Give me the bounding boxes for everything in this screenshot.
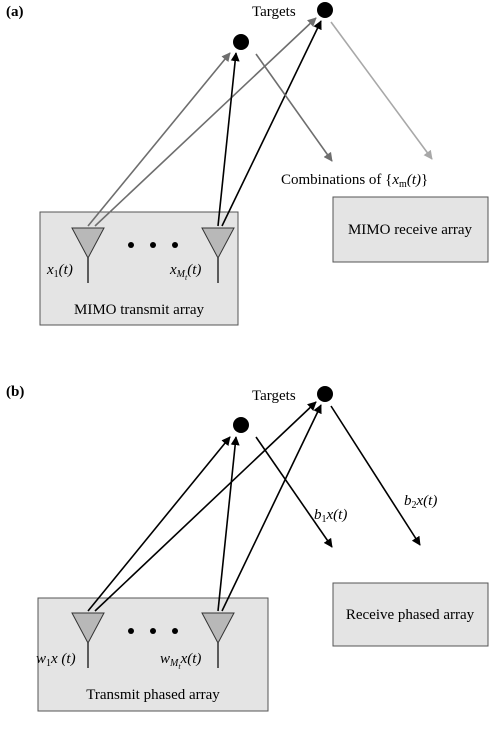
panel-b-target-1 xyxy=(317,386,333,402)
panel-b-ellipsis-dots xyxy=(128,628,178,634)
panel-a-targets-label: Targets xyxy=(252,4,296,20)
panel-b-reflection-target2 xyxy=(255,436,333,548)
panel-a-receive-label: MIMO receive array xyxy=(348,222,473,238)
panel-a-ellipsis-dots xyxy=(128,242,178,248)
panel-a: (a) Targets MIMO transmit array MIMO rec… xyxy=(6,2,489,326)
panel-b-receive-label: Receive phased array xyxy=(346,607,475,623)
panel-b-transmit-label: Transmit phased array xyxy=(86,687,220,703)
panel-b: (b) Targets Transmit phased array Receiv… xyxy=(6,384,489,712)
antenna-icon xyxy=(201,612,235,645)
panel-a-antenna-1 xyxy=(71,227,105,283)
panel-a-reflection-target2 xyxy=(255,53,333,162)
panel-b-label: (b) xyxy=(6,384,24,400)
panel-b-antenna-2-label: wMtx(t) xyxy=(160,651,201,671)
panel-b-antenna-1 xyxy=(71,612,105,668)
panel-a-ray-ant2-target2 xyxy=(217,52,240,227)
panel-a-antenna-1-label: x1(t) xyxy=(46,262,73,280)
panel-b-target-2 xyxy=(233,417,249,433)
panel-a-transmit-label: MIMO transmit array xyxy=(74,302,204,318)
panel-b-signal-1-label: b1x(t) xyxy=(314,507,347,525)
panel-b-antenna-2 xyxy=(201,612,235,668)
antenna-icon xyxy=(71,227,105,260)
panel-b-ray-ant1-target2 xyxy=(87,436,231,612)
panel-b-reflection-target1 xyxy=(330,405,421,546)
panel-a-ray-ant1-target1 xyxy=(94,17,317,227)
panel-a-reflection-target1 xyxy=(330,21,433,160)
panel-a-antenna-2-label: xMt(t) xyxy=(169,262,201,282)
panel-b-antenna-1-label: w1x (t) xyxy=(36,651,76,669)
panel-a-antenna-2 xyxy=(201,227,235,283)
panel-b-targets-label: Targets xyxy=(252,388,296,404)
panel-a-receive-box xyxy=(332,196,489,263)
panel-b-ray-ant1-target1 xyxy=(94,401,317,612)
panel-a-combinations-label: Combinations of {xm(t)} xyxy=(281,172,428,190)
panel-a-ray-ant2-target1 xyxy=(221,20,322,227)
antenna-icon xyxy=(201,227,235,260)
panel-a-target-2 xyxy=(233,34,249,50)
panel-b-receive-box xyxy=(332,582,489,647)
antenna-icon xyxy=(71,612,105,645)
panel-b-ray-ant2-target1 xyxy=(221,404,322,612)
panel-b-signal-2-label: b2x(t) xyxy=(404,493,437,511)
panel-a-label: (a) xyxy=(6,4,24,20)
panel-b-ray-ant2-target2 xyxy=(217,436,240,612)
panel-a-ray-ant1-target2 xyxy=(87,52,231,227)
panel-a-target-1 xyxy=(317,2,333,18)
